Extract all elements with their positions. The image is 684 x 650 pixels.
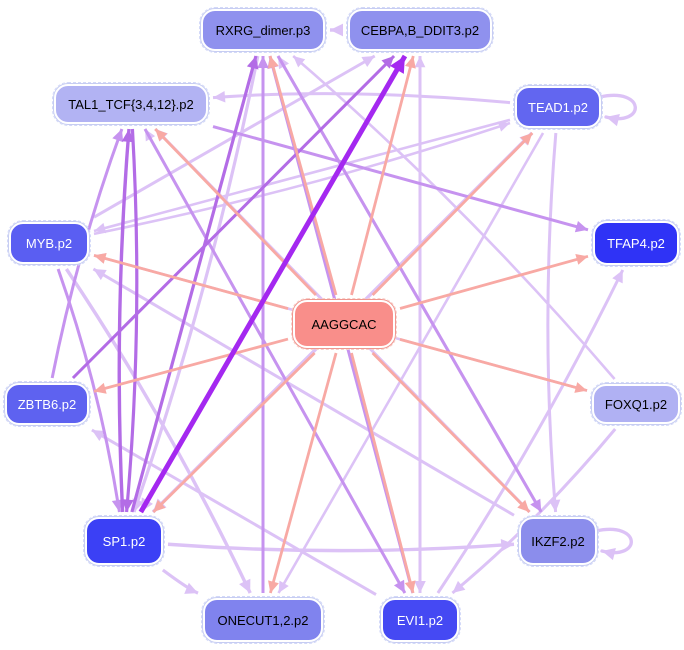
- edge-myb-to-cebpa-arrow: [361, 56, 375, 68]
- edge-tal1-to-tfap4-arrow: [574, 221, 588, 233]
- edge-aaggcac-to-tead1[interactable]: [371, 132, 534, 296]
- edge-evi1-to-zbtb6[interactable]: [91, 428, 377, 596]
- edge-aaggcac-to-sp1[interactable]: [152, 352, 316, 513]
- node-myb[interactable]: MYB.p2: [7, 220, 91, 266]
- edge-sp1-to-cebpa-arrow: [389, 56, 405, 74]
- edge-myb-to-onecut[interactable]: [64, 268, 252, 594]
- edge-tal1-to-tfap4[interactable]: [212, 125, 589, 232]
- node-label: MYB.p2: [25, 235, 73, 251]
- edge-foxq1-to-evi1-arrow: [452, 580, 466, 593]
- edge-tead1-to-myb-arrow: [94, 222, 107, 234]
- node-evi1[interactable]: EVI1.p2: [379, 596, 461, 644]
- edge-ikzf2-to-myb[interactable]: [92, 267, 515, 517]
- node-label: TFAP4.p2: [607, 235, 665, 251]
- edge-aaggcac-to-onecut[interactable]: [269, 352, 338, 594]
- node-ikzf2[interactable]: IKZF2.p2: [517, 515, 599, 567]
- edge-aaggcac-to-tfap4[interactable]: [399, 254, 589, 310]
- node-label: FOXQ1.p2: [604, 396, 668, 412]
- node-label: TEAD1.p2: [528, 99, 588, 115]
- edge-tead1-to-tal1-arrow: [213, 90, 226, 103]
- edge-rxrg-to-sp1[interactable]: [132, 55, 260, 513]
- edge-tead1-to-tal1[interactable]: [212, 92, 511, 105]
- edge-aaggcac-to-foxq1-arrow: [574, 382, 587, 393]
- edge-aaggcac-to-ikzf2[interactable]: [371, 352, 531, 513]
- edge-aaggcac-to-zbtb6-arrow: [94, 382, 107, 394]
- node-tead1[interactable]: TEAD1.p2: [513, 84, 603, 130]
- edge-foxq1-to-evi1[interactable]: [451, 428, 617, 595]
- node-foxq1[interactable]: FOXQ1.p2: [590, 382, 682, 426]
- edge-sp1-to-cebpa[interactable]: [138, 54, 408, 514]
- edge-aaggcac-to-ikzf2-arrow: [517, 499, 530, 512]
- edge-aaggcac-to-onecut-arrow: [268, 580, 279, 593]
- edge-aaggcac-to-myb-arrow: [94, 253, 107, 264]
- node-cebpa[interactable]: CEBPA,B_DDIT3.p2: [346, 7, 494, 53]
- node-label: ZBTB6.p2: [17, 396, 77, 412]
- edge-aaggcac-to-rxrg[interactable]: [268, 55, 338, 296]
- edge-myb-to-sp1[interactable]: [56, 268, 121, 513]
- edge-cebpa-to-rxrg-arrow: [330, 23, 343, 37]
- edge-sp1-to-rxrg-arrow: [246, 56, 259, 70]
- edge-aaggcac-to-tead1-arrow: [520, 133, 533, 146]
- edge-aaggcac-to-evi1-arrow: [404, 580, 416, 593]
- edge-sp1-to-tal1[interactable]: [117, 128, 131, 513]
- node-label: SP1.p2: [102, 533, 146, 549]
- edge-aaggcac-to-sp1-arrow: [153, 499, 166, 512]
- node-label: TAL1_TCF{3,4,12}.p2: [68, 96, 194, 112]
- edge-myb-to-sp1-arrow: [111, 499, 124, 512]
- edge-sp1-to-tal1-arrow: [121, 129, 135, 143]
- edge-foxq1-to-rxrg-arrow: [293, 56, 306, 68]
- edge-aaggcac-to-foxq1[interactable]: [399, 337, 588, 392]
- node-tfap4[interactable]: TFAP4.p2: [591, 219, 681, 267]
- edge-sp1-to-ikzf2[interactable]: [167, 542, 515, 553]
- edge-rxrg-to-ikzf2-arrow: [530, 498, 542, 512]
- edge-myb-to-tead1-arrow: [497, 121, 510, 132]
- edge-aaggcac-to-tal1-arrow: [155, 129, 168, 142]
- edge-evi1-to-tfap4-arrow: [612, 270, 623, 284]
- edge-ikzf2-to-myb-arrow: [93, 269, 107, 281]
- edge-tal1-to-sp1-arrow: [121, 499, 134, 512]
- edge-evi1-to-tfap4[interactable]: [436, 269, 625, 594]
- edge-tal1-to-evi1[interactable]: [143, 128, 407, 594]
- node-label: ONECUT1,2.p2: [217, 612, 309, 628]
- edge-aaggcac-to-evi1[interactable]: [350, 352, 415, 594]
- node-rxrg[interactable]: RXRG_dimer.p3: [199, 7, 327, 53]
- node-label: RXRG_dimer.p3: [215, 22, 311, 38]
- edge-aaggcac-to-rxrg-arrow: [267, 56, 279, 69]
- edge-aaggcac-to-cebpa-arrow: [404, 56, 416, 69]
- node-tal1[interactable]: TAL1_TCF{3,4,12}.p2: [52, 82, 210, 126]
- node-onecut[interactable]: ONECUT1,2.p2: [201, 596, 325, 644]
- edge-aaggcac-to-tfap4-arrow: [575, 254, 588, 265]
- edge-aaggcac-to-tal1[interactable]: [154, 128, 317, 296]
- edge-zbtb6-to-cebpa-arrow: [381, 56, 395, 69]
- node-sp1[interactable]: SP1.p2: [83, 515, 165, 567]
- edge-tead1-selfloop-arrow: [606, 114, 620, 127]
- edge-myb-to-onecut-arrow: [239, 578, 251, 593]
- node-label: EVI1.p2: [396, 612, 444, 628]
- edge-foxq1-to-rxrg[interactable]: [292, 55, 616, 380]
- edge-tead1-to-onecut-arrow: [278, 580, 289, 593]
- edge-tead1-to-ikzf2-arrow: [548, 499, 561, 512]
- edge-evi1-to-zbtb6-arrow: [91, 430, 106, 442]
- node-label: CEBPA,B_DDIT3.p2: [360, 22, 480, 38]
- edge-zbtb6-to-tal1-arrow: [112, 129, 124, 143]
- node-label: AAGGCAC: [311, 316, 377, 332]
- edge-tead1-to-ikzf2[interactable]: [546, 132, 558, 513]
- edge-aaggcac-to-cebpa[interactable]: [350, 55, 415, 296]
- edge-sp1-to-onecut-arrow: [184, 582, 198, 594]
- edge-ikzf2-selfloop-arrow: [602, 548, 616, 561]
- edge-cebpa-to-evi1-arrow: [414, 581, 426, 593]
- edge-aaggcac-to-myb[interactable]: [93, 254, 289, 310]
- edge-rxrg-to-ikzf2[interactable]: [276, 55, 543, 513]
- edge-tal1-to-evi1-arrow: [393, 579, 405, 593]
- edge-onecut-to-rxrg-arrow: [257, 56, 269, 68]
- edge-aaggcac-to-zbtb6[interactable]: [93, 337, 289, 393]
- node-aaggcac[interactable]: AAGGCAC: [291, 298, 397, 350]
- node-zbtb6[interactable]: ZBTB6.p2: [3, 381, 91, 427]
- edge-tead1-to-onecut[interactable]: [277, 132, 545, 594]
- node-label: IKZF2.p2: [531, 533, 585, 549]
- edge-tal1-to-sp1[interactable]: [124, 128, 139, 513]
- edge-zbtb6-to-cebpa[interactable]: [71, 54, 396, 380]
